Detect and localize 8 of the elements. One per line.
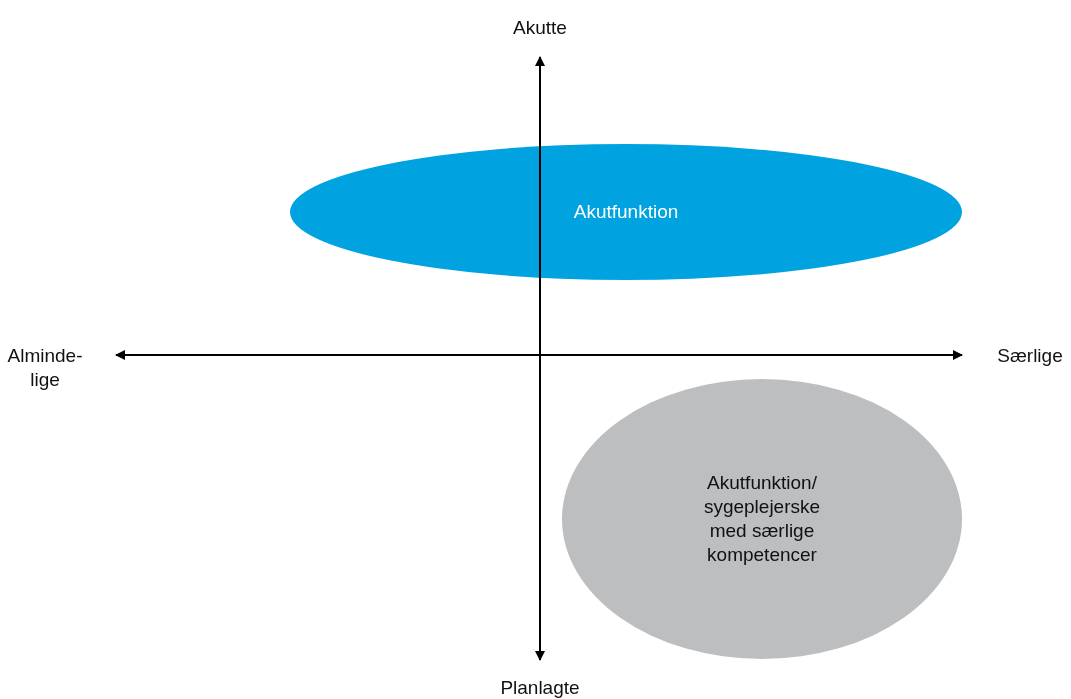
axis-label: Særlige	[996, 344, 1064, 368]
axis-label: Alminde- lige	[6, 344, 84, 392]
node-label: Akutfunktion	[573, 200, 679, 224]
node-label: Akutfunktion/ sygeplejerske med særlige kompetencer	[702, 471, 822, 567]
axis-label: Akutte	[512, 16, 568, 40]
ellipse-node	[562, 379, 962, 659]
axis-label: Planlagte	[499, 676, 581, 699]
ellipse-node	[290, 144, 962, 280]
